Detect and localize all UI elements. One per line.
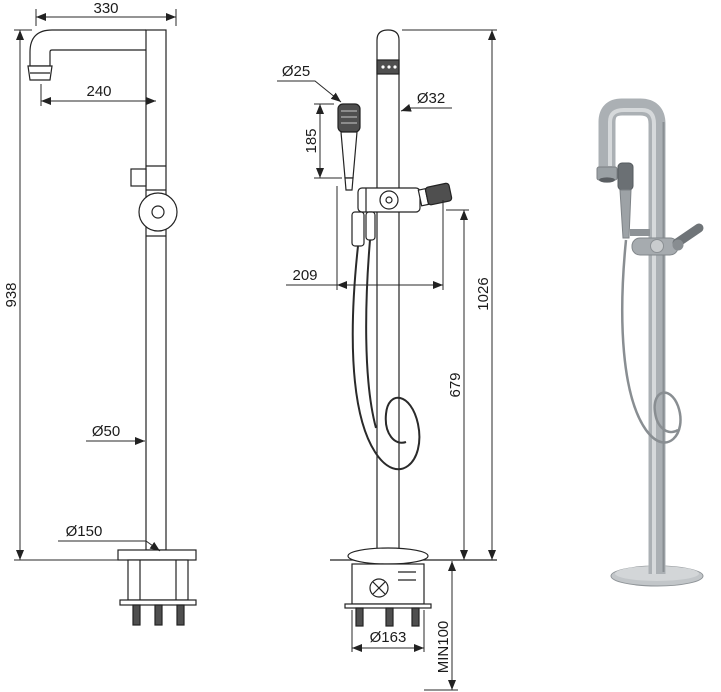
nozzle-outlet bbox=[599, 177, 615, 183]
aerator-dot bbox=[387, 65, 391, 69]
side-view: 330 240 938 Ø50 Ø150 bbox=[3, 0, 197, 626]
dim-min-recess-label: MIN100 bbox=[435, 621, 452, 674]
dim-base-box-diameter-label: Ø163 bbox=[370, 629, 407, 646]
perspective-view bbox=[596, 98, 704, 587]
mounting-stud bbox=[355, 607, 364, 627]
handle-collar bbox=[672, 239, 684, 251]
mounting-stud bbox=[132, 604, 141, 626]
mounting-stud bbox=[176, 604, 185, 626]
floor-cover-plate bbox=[347, 547, 429, 565]
dim-spout-projection-label: 240 bbox=[86, 83, 111, 100]
handle-hub bbox=[151, 205, 165, 219]
under-floor-box bbox=[351, 563, 425, 605]
diverter-pin bbox=[385, 196, 393, 204]
front-view-dimensions: Ø25 Ø32 185 209 1026 679 bbox=[277, 29, 497, 691]
dim-height-label: 938 bbox=[3, 282, 20, 307]
mounting-stud bbox=[154, 604, 163, 626]
dim-hand-shower-diameter-label: Ø25 bbox=[282, 63, 310, 80]
dim-column-diameter-label: Ø50 bbox=[92, 423, 120, 440]
under-floor-box bbox=[127, 559, 189, 601]
mounting-stud bbox=[385, 607, 394, 627]
shower-holder bbox=[630, 229, 650, 236]
riser-column bbox=[145, 29, 167, 551]
riser-column bbox=[376, 29, 400, 548]
front-view-body bbox=[330, 29, 497, 627]
dim-base-plate-diameter-label: Ø150 bbox=[66, 523, 103, 540]
hose-fitting bbox=[351, 211, 365, 247]
hand-shower-handle bbox=[619, 189, 632, 239]
front-view: Ø25 Ø32 185 209 1026 679 bbox=[277, 29, 497, 691]
floor-flange bbox=[117, 549, 197, 561]
dim-width-to-handle-label: 209 bbox=[292, 267, 317, 284]
shower-hose bbox=[621, 239, 682, 444]
hand-shower-tail bbox=[344, 177, 354, 191]
shower-hose-inner bbox=[365, 239, 377, 429]
box-bottom-plate bbox=[119, 599, 197, 606]
side-view-body bbox=[27, 29, 197, 626]
mixer-handle bbox=[417, 182, 453, 207]
aerator-dot bbox=[393, 65, 397, 69]
diverter-knob bbox=[130, 168, 147, 187]
hand-shower-handle bbox=[340, 131, 358, 179]
leader-line bbox=[400, 104, 452, 112]
drain-hatch bbox=[372, 581, 386, 595]
side-view-dimensions: 330 240 938 Ø50 Ø150 bbox=[3, 0, 177, 561]
leader-line bbox=[277, 80, 342, 103]
hand-shower-head bbox=[617, 162, 634, 191]
diverter-knob bbox=[650, 239, 664, 253]
dim-riser-diameter-label: Ø32 bbox=[417, 90, 445, 107]
tube-highlight bbox=[608, 108, 656, 574]
handle-grip bbox=[424, 182, 453, 206]
tube-body bbox=[598, 98, 666, 574]
dim-outlet-height-label: 679 bbox=[447, 372, 464, 397]
mounting-stud bbox=[411, 607, 420, 627]
check-valve bbox=[365, 211, 376, 241]
leader-line bbox=[58, 540, 161, 552]
dim-overall-width-label: 330 bbox=[93, 0, 118, 17]
dim-hand-shower-length-label: 185 bbox=[303, 128, 320, 153]
shower-hose bbox=[351, 245, 421, 471]
dim-overall-height-label: 1026 bbox=[475, 277, 492, 310]
aerator-dot bbox=[381, 65, 385, 69]
spout-outline bbox=[29, 29, 146, 67]
hand-shower-head bbox=[337, 103, 361, 133]
